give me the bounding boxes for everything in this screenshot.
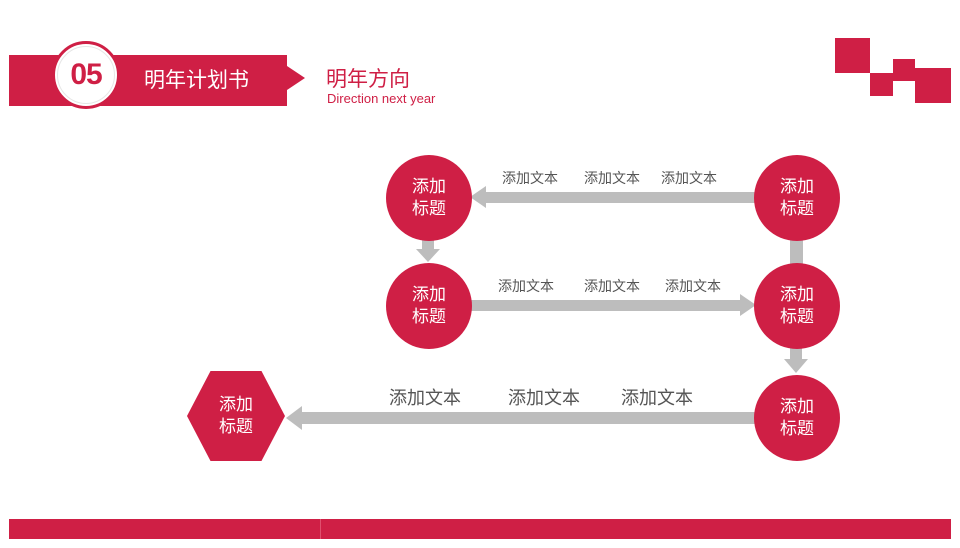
arrow-row2-head xyxy=(740,294,756,316)
header-arrow-tip xyxy=(287,66,305,90)
decor-square xyxy=(870,73,893,96)
subtitle-cn: 明年方向 xyxy=(326,67,410,91)
down-arrow-right-head xyxy=(784,359,808,373)
section-number: 05 xyxy=(70,58,102,91)
row2-label: 添加文本 xyxy=(498,279,554,295)
decor-square xyxy=(893,59,915,81)
section-number-badge: 05 xyxy=(52,41,120,109)
footer-divider xyxy=(320,519,321,539)
arrow-row3-head xyxy=(286,406,302,430)
decor-square xyxy=(835,38,870,73)
footer-bar xyxy=(9,519,951,539)
node-top-left[interactable]: 添加标题 xyxy=(386,155,472,241)
row2-label: 添加文本 xyxy=(665,279,721,295)
arrow-row2-shaft xyxy=(470,300,742,311)
node-hexagon[interactable]: 添加标题 xyxy=(187,371,285,461)
node-mid-right[interactable]: 添加标题 xyxy=(754,263,840,349)
down-arrow-right-shaft xyxy=(790,348,802,360)
subtitle-en: Direction next year xyxy=(327,91,436,106)
row1-label: 添加文本 xyxy=(502,171,558,187)
node-top-right[interactable]: 添加标题 xyxy=(754,155,840,241)
down-arrow-left-head xyxy=(416,249,440,262)
row3-label: 添加文本 xyxy=(508,388,580,409)
row3-label: 添加文本 xyxy=(389,388,461,409)
decor-square xyxy=(915,68,951,103)
node-mid-left[interactable]: 添加标题 xyxy=(386,263,472,349)
arrow-row1-shaft xyxy=(484,192,758,203)
row3-label: 添加文本 xyxy=(621,388,693,409)
node-bottom-right[interactable]: 添加标题 xyxy=(754,375,840,461)
arrow-row1-head xyxy=(470,186,486,208)
row1-label: 添加文本 xyxy=(661,171,717,187)
row2-label: 添加文本 xyxy=(584,279,640,295)
down-arrow-left-shaft xyxy=(422,238,434,250)
row1-label: 添加文本 xyxy=(584,171,640,187)
connector-right-top xyxy=(790,238,803,268)
section-title: 明年计划书 xyxy=(144,68,249,92)
arrow-row3-shaft xyxy=(300,412,758,424)
